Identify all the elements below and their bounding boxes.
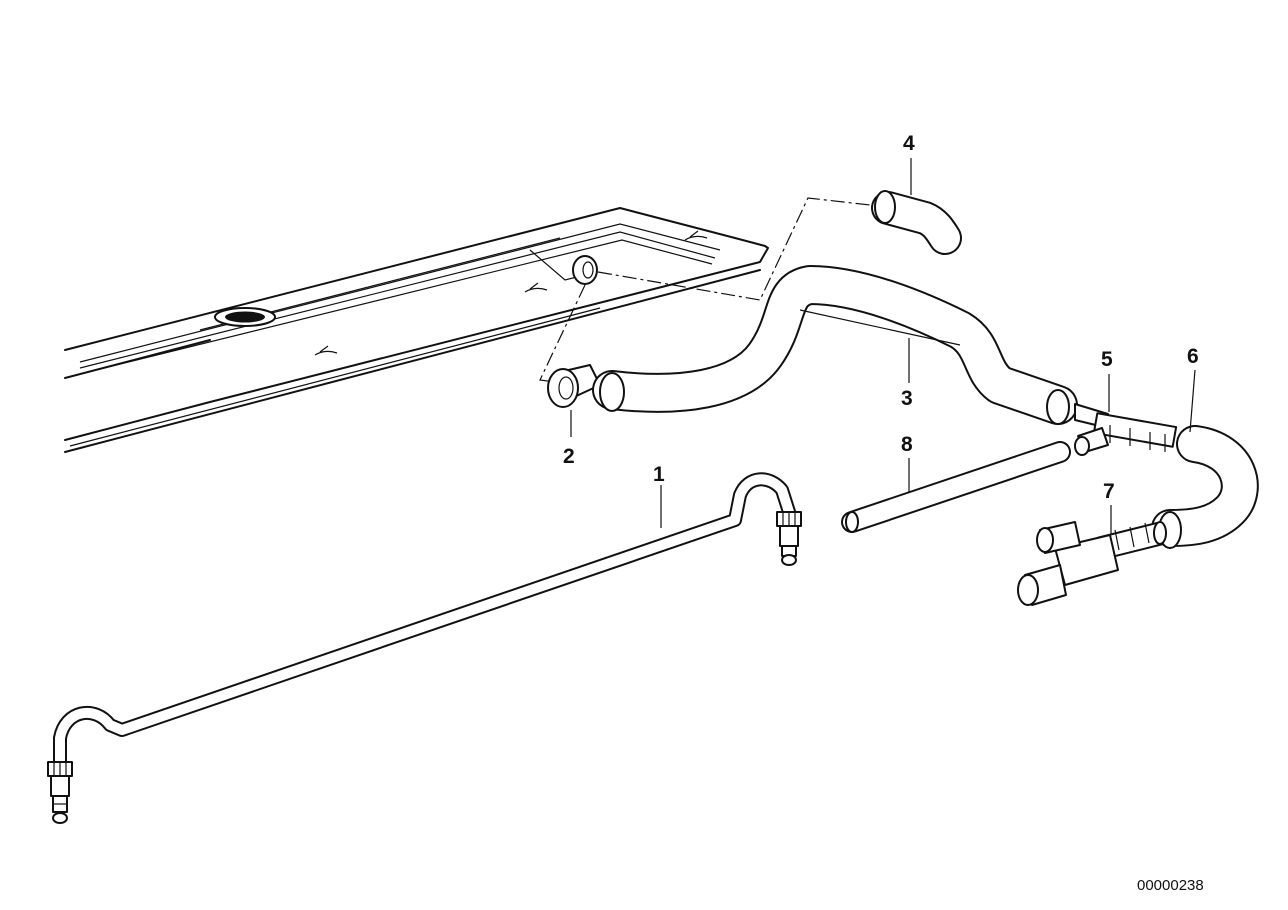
elbow-hose-part-4	[871, 190, 962, 255]
callout-6: 6	[1187, 345, 1199, 368]
long-line-part-1	[47, 472, 802, 824]
breather-hose-part-3	[592, 265, 1078, 425]
callout-3: 3	[901, 387, 913, 410]
callout-7: 7	[1103, 480, 1115, 503]
leader-lines	[570, 158, 1196, 535]
t-connector-part-5	[1074, 403, 1198, 456]
callout-2: 2	[563, 445, 575, 468]
callout-8: 8	[901, 433, 913, 456]
valve-part-7	[1017, 521, 1167, 606]
drawing-number: 00000238	[1137, 877, 1204, 894]
valve-cover	[64, 207, 769, 453]
u-hose-part-6	[1151, 425, 1259, 549]
reference-lines	[539, 197, 871, 383]
callout-5: 5	[1101, 348, 1113, 371]
callout-1: 1	[653, 463, 665, 486]
clamp-part-2	[547, 364, 601, 408]
callout-4: 4	[903, 132, 915, 155]
pipe-part-8	[841, 441, 1071, 533]
